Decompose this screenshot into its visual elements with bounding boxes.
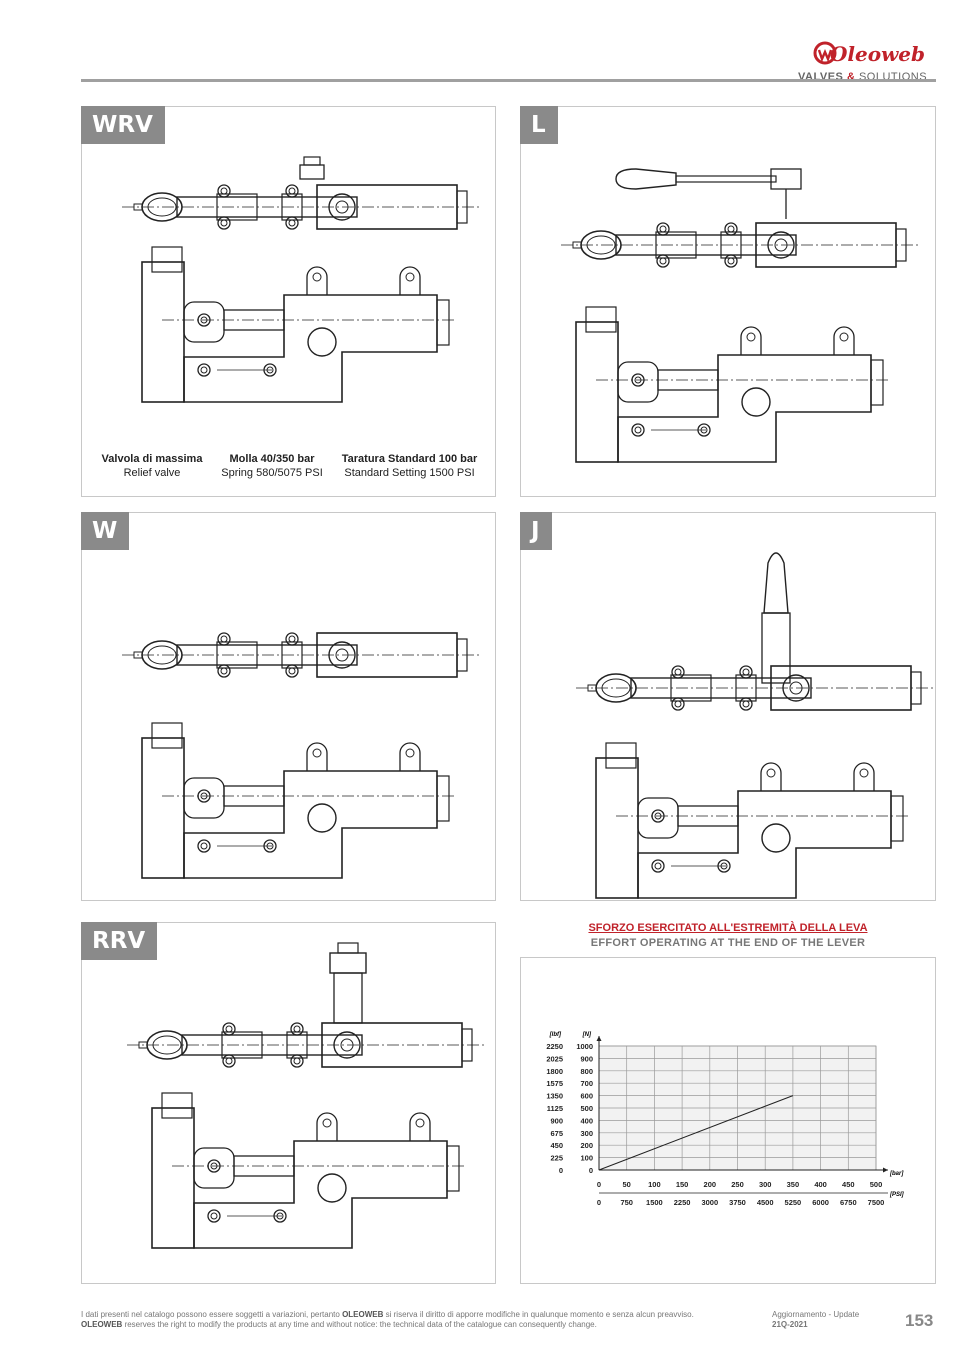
panel-tag: J	[520, 512, 552, 550]
panel-tag: W	[81, 512, 130, 550]
disclaimer-note: I dati presenti nel catalogo possono ess…	[81, 1310, 694, 1329]
x-tick-label-psi: 0	[597, 1198, 601, 1207]
y-tick-label-n: 200	[580, 1141, 593, 1150]
x-axis-unit-bar: [bar]	[889, 1171, 904, 1177]
y-tick-label-n: 0	[589, 1166, 593, 1175]
y-axis-arrow	[596, 1036, 602, 1041]
x-tick-label-psi: 6750	[840, 1198, 857, 1207]
x-tick-label-psi: 2250	[674, 1198, 691, 1207]
j-valve-drawing	[521, 552, 937, 902]
oleoweb-logo-icon	[813, 41, 837, 65]
x-tick-label-bar: 150	[676, 1180, 689, 1189]
x-tick-label-psi: 5250	[785, 1198, 802, 1207]
brand-name: Oleoweb	[830, 42, 926, 66]
panel-l: L	[520, 106, 936, 497]
panel-w: W	[81, 512, 496, 901]
y-tick-label-lbf: 0	[559, 1166, 563, 1175]
y-tick-label-n: 400	[580, 1116, 593, 1125]
wrv-valve-drawing	[82, 156, 497, 498]
y-tick-label-lbf: 1575	[546, 1079, 563, 1088]
x-tick-label-bar: 50	[623, 1180, 631, 1189]
x-tick-label-bar: 300	[759, 1180, 772, 1189]
series-line	[598, 1095, 794, 1171]
x-tick-label-bar: 250	[731, 1180, 744, 1189]
y-tick-label-n: 1000	[576, 1042, 593, 1051]
x-tick-label-bar: 0	[597, 1180, 601, 1189]
x-tick-label-bar: 350	[787, 1180, 800, 1189]
y-axis-unit-n: [N]	[582, 1032, 592, 1038]
update-info: Aggiornamento - Update 21Q-2021	[772, 1310, 860, 1329]
y-tick-label-lbf: 900	[550, 1116, 563, 1125]
brand-logo	[812, 38, 942, 84]
y-tick-label-lbf: 1800	[546, 1067, 563, 1076]
panel-tag: WRV	[81, 106, 165, 144]
x-tick-label-psi: 6000	[812, 1198, 829, 1207]
x-axis-arrow	[883, 1167, 888, 1173]
page-number: 153	[905, 1311, 934, 1330]
x-tick-label-bar: 400	[814, 1180, 827, 1189]
panel-tag: RRV	[81, 922, 158, 960]
x-tick-label-bar: 500	[870, 1180, 883, 1189]
y-tick-label-lbf: 2025	[546, 1054, 563, 1063]
y-tick-label-n: 100	[580, 1154, 593, 1163]
y-tick-label-lbf: 675	[550, 1129, 563, 1138]
x-tick-label-psi: 1500	[646, 1198, 663, 1207]
rrv-valve-drawing	[82, 942, 497, 1285]
panel-tag: L	[520, 106, 558, 144]
y-tick-label-lbf: 2250	[546, 1042, 563, 1051]
l-valve-drawing	[521, 168, 937, 498]
x-tick-label-psi: 3750	[729, 1198, 746, 1207]
x-tick-label-psi: 4500	[757, 1198, 774, 1207]
y-tick-label-n: 700	[580, 1079, 593, 1088]
y-tick-label-n: 300	[580, 1129, 593, 1138]
y-tick-label-n: 800	[580, 1067, 593, 1076]
y-tick-label-lbf: 1350	[546, 1092, 563, 1101]
w-valve-drawing	[82, 513, 497, 902]
panel-j: J	[520, 512, 936, 901]
x-tick-label-bar: 100	[648, 1180, 661, 1189]
y-tick-label-n: 900	[580, 1054, 593, 1063]
y-tick-label-n: 500	[580, 1104, 593, 1113]
y-axis-unit-lbf: [lbf]	[549, 1032, 562, 1038]
x-tick-label-psi: 750	[620, 1198, 633, 1207]
chart-title-english: EFFORT OPERATING AT THE END OF THE LEVER	[590, 937, 866, 949]
y-tick-label-lbf: 450	[550, 1141, 563, 1150]
chart-title-italian: SFORZO ESERCITATO ALL'ESTREMITÀ DELLA LE…	[588, 922, 868, 934]
x-tick-label-bar: 450	[842, 1180, 855, 1189]
panel-rrv: RRV	[81, 922, 496, 1284]
y-tick-label-lbf: 1125	[547, 1104, 563, 1113]
x-tick-label-bar: 200	[704, 1180, 717, 1189]
x-axis-unit-psi: [PSI]	[889, 1192, 905, 1198]
x-tick-label-psi: 7500	[868, 1198, 885, 1207]
y-tick-label-lbf: 225	[550, 1154, 563, 1163]
x-tick-label-psi: 3000	[701, 1198, 718, 1207]
header-divider	[81, 79, 936, 82]
y-tick-label-n: 600	[580, 1092, 593, 1101]
effort-chart: 2250202518001575135011259006754502250100…	[546, 1032, 905, 1207]
